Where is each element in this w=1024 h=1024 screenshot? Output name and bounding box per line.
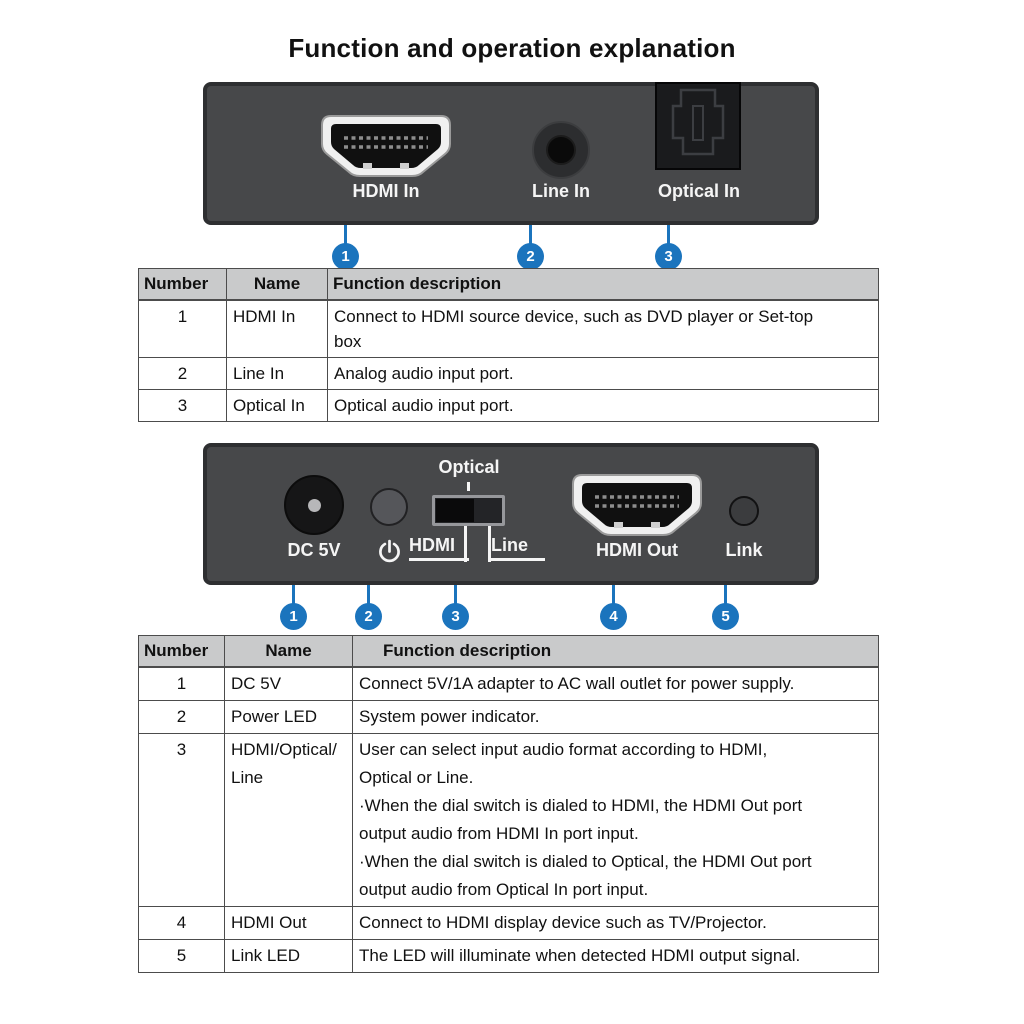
table-row: 4 HDMI Out Connect to HDMI display devic… (138, 905, 879, 940)
table-row: 5 Link LED The LED will illuminate when … (138, 938, 879, 973)
back-panel-device: DC 5V Optical HDMI Line HDMI Out Link (203, 443, 819, 585)
cell-description: Connect to HDMI source device, such as D… (327, 299, 879, 358)
header-function-description: Function description (327, 268, 879, 301)
input-select-switch (432, 495, 505, 526)
table-row: 2 Power LED System power indicator. (138, 699, 879, 734)
table-row: 3 HDMI/Optical/ Line User can select inp… (138, 732, 879, 907)
cell-description: Optical audio input port. (327, 388, 879, 422)
callout-line (292, 585, 295, 606)
callout-number-badge: 5 (712, 603, 739, 630)
cell-name: HDMI In (226, 299, 328, 358)
switch-line-label: Line (491, 535, 545, 561)
hdmi-out-port-icon (572, 474, 702, 536)
cell-number: 3 (138, 732, 225, 907)
callout-number-badge: 1 (332, 243, 359, 270)
callout-line (367, 585, 370, 606)
table-row: 3 Optical In Optical audio input port. (138, 388, 879, 422)
callout-number-badge: 2 (517, 243, 544, 270)
line-bracket-line (488, 526, 491, 562)
table-header-row: Number Name Function description (138, 635, 879, 668)
table-header-row: Number Name Function description (138, 268, 879, 301)
switch-hdmi-label: HDMI (409, 535, 469, 561)
cell-number: 1 (138, 299, 227, 358)
cell-description: Connect 5V/1A adapter to AC wall outlet … (352, 666, 879, 701)
callout-line (667, 225, 670, 246)
cell-number: 5 (138, 938, 225, 973)
cell-name: Link LED (224, 938, 353, 973)
cell-name: DC 5V (224, 666, 353, 701)
callout-number-badge: 3 (655, 243, 682, 270)
cell-name: Line In (226, 356, 328, 390)
link-label: Link (725, 540, 763, 560)
cell-number: 1 (138, 666, 225, 701)
cell-description: Analog audio input port. (327, 356, 879, 390)
line-in-label: Line In (532, 181, 590, 201)
hdmi-in-port-icon (321, 115, 451, 177)
line-in-jack-hole (546, 135, 576, 165)
hdmi-out-label: HDMI Out (596, 540, 678, 560)
callout-line (724, 585, 727, 606)
switch-knob (436, 499, 474, 522)
cell-description: System power indicator. (352, 699, 879, 734)
link-led-icon (729, 496, 759, 526)
power-symbol-icon (379, 539, 400, 563)
cell-description: Connect to HDMI display device such as T… (352, 905, 879, 940)
callout-number-badge: 1 (280, 603, 307, 630)
callout-line (612, 585, 615, 606)
header-number: Number (138, 268, 227, 301)
callout-number-badge: 4 (600, 603, 627, 630)
header-name: Name (226, 268, 328, 301)
line-in-jack-icon (532, 121, 590, 179)
callout-line (454, 585, 457, 606)
dc-jack-pin (308, 499, 321, 512)
callout-line (529, 225, 532, 246)
cell-description: User can select input audio format accor… (352, 732, 879, 907)
hdmi-bracket-line (464, 526, 467, 562)
table-row: 1 HDMI In Connect to HDMI source device,… (138, 299, 879, 358)
back-panel-table: Number Name Function description 1 DC 5V… (138, 635, 879, 973)
cell-number: 2 (138, 356, 227, 390)
cell-name: HDMI/Optical/ Line (224, 732, 353, 907)
cell-name: Power LED (224, 699, 353, 734)
cell-description: The LED will illuminate when detected HD… (352, 938, 879, 973)
cell-name: Optical In (226, 388, 328, 422)
header-number: Number (138, 635, 225, 668)
page-title: Function and operation explanation (288, 33, 736, 63)
callout-number-badge: 2 (355, 603, 382, 630)
header-name: Name (224, 635, 353, 668)
cell-number: 4 (138, 905, 225, 940)
cell-name: HDMI Out (224, 905, 353, 940)
table-row: 2 Line In Analog audio input port. (138, 356, 879, 390)
cell-number: 2 (138, 699, 225, 734)
callout-number-badge: 3 (442, 603, 469, 630)
dc-power-jack-icon (284, 475, 344, 535)
table-row: 1 DC 5V Connect 5V/1A adapter to AC wall… (138, 666, 879, 701)
optical-in-port-icon (655, 82, 741, 170)
optical-tick-mark (467, 482, 470, 491)
front-panel-table: Number Name Function description 1 HDMI … (138, 268, 879, 422)
header-function-description: Function description (352, 635, 879, 668)
front-panel-device: HDMI In Line In Optical In (203, 82, 819, 225)
hdmi-in-label: HDMI In (352, 181, 420, 201)
cell-number: 3 (138, 388, 227, 422)
power-led-icon (370, 488, 408, 526)
optical-in-label: Optical In (657, 181, 740, 201)
switch-optical-label: Optical (438, 457, 500, 477)
callout-line (344, 225, 347, 246)
dc-5v-label: DC 5V (287, 540, 341, 560)
